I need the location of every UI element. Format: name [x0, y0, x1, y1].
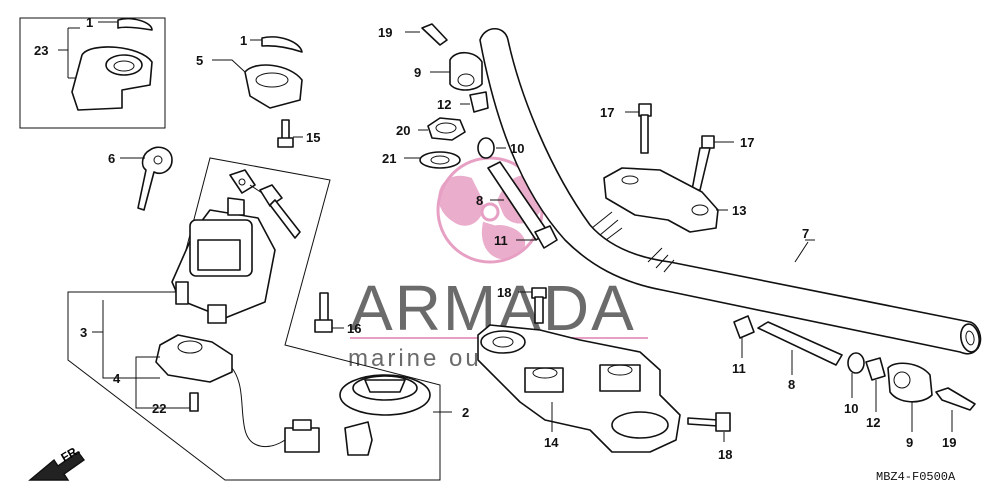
- callout-8b: 8: [788, 377, 795, 392]
- bolt-18b: [687, 412, 731, 442]
- callout-16: 16: [347, 321, 361, 336]
- bar-end-weight-9b: [887, 362, 933, 432]
- handlebar-holder-13: [603, 167, 728, 233]
- screw-15: [277, 119, 303, 148]
- key-blank-6: [120, 146, 173, 211]
- front-arrow-icon: [28, 451, 85, 481]
- callout-7: 7: [802, 226, 809, 241]
- callout-9a: 9: [414, 65, 421, 80]
- callout-13: 13: [732, 203, 746, 218]
- ignition-cover-23: [71, 46, 153, 111]
- callout-15: 15: [306, 130, 320, 145]
- rubber-10b: [847, 352, 865, 398]
- collar-12a: [460, 91, 489, 113]
- callout-3: 3: [80, 325, 87, 340]
- nut-11b: [733, 315, 755, 358]
- callout-6: 6: [108, 151, 115, 166]
- washer-21: [404, 151, 461, 169]
- callout-18a: 18: [497, 285, 511, 300]
- callout-21: 21: [382, 151, 396, 166]
- bar-end-weight-9a: [430, 51, 483, 91]
- snap-ring-1: [117, 17, 153, 31]
- bolt-17a: [625, 103, 652, 154]
- nut-11a: [516, 225, 558, 249]
- callout-12a: 12: [437, 97, 451, 112]
- rubber-10a: [477, 137, 506, 159]
- watermark: ARMADA marine outboards: [348, 156, 648, 372]
- ignition-switch-3: [171, 169, 301, 324]
- callout-17b: 17: [740, 135, 754, 150]
- callout-14: 14: [544, 435, 559, 450]
- handlebar-7: [479, 27, 982, 355]
- callout-10a: 10: [510, 141, 524, 156]
- callout-8a: 8: [476, 193, 483, 208]
- callout-12b: 12: [866, 415, 880, 430]
- callout-19b: 19: [942, 435, 956, 450]
- snap-ring-1b: [261, 36, 303, 53]
- nut-20: [418, 117, 466, 141]
- callout-4: 4: [113, 371, 121, 386]
- switch-body-4: [155, 334, 320, 453]
- callout-22: 22: [152, 401, 166, 416]
- ignition-seal-5: [212, 59, 303, 109]
- bolt-17b: [691, 135, 734, 191]
- callout-11b: 11: [732, 361, 746, 376]
- diagram-code: MBZ4-F0500A: [876, 470, 956, 484]
- callout-19a: 19: [378, 25, 392, 40]
- bolt-19b: [935, 387, 976, 432]
- top-bridge-14: [477, 324, 681, 453]
- weight-shaft-8b: [757, 321, 843, 375]
- callout-1b: 1: [240, 33, 247, 48]
- callout-17a: 17: [600, 105, 614, 120]
- bolt-19a: [405, 23, 448, 46]
- screw-22: [175, 392, 199, 412]
- bolt-18a: [518, 287, 547, 324]
- callout-11a: 11: [494, 233, 508, 248]
- callout-1a: 1: [86, 15, 93, 30]
- callout-20: 20: [396, 123, 410, 138]
- cap-assembly-2: [339, 374, 452, 456]
- callout-labels: 1 23 1 5 15 6 3 16 4 22 2 19 9 12 20 21 …: [34, 15, 956, 462]
- callout-23: 23: [34, 43, 48, 58]
- callout-2: 2: [462, 405, 469, 420]
- callout-18b: 18: [718, 447, 732, 462]
- callout-5: 5: [196, 53, 203, 68]
- collar-12b: [865, 357, 886, 412]
- inset-box: [19, 17, 166, 129]
- bolt-16: [314, 292, 344, 333]
- callout-10b: 10: [844, 401, 858, 416]
- callout-9b: 9: [906, 435, 913, 450]
